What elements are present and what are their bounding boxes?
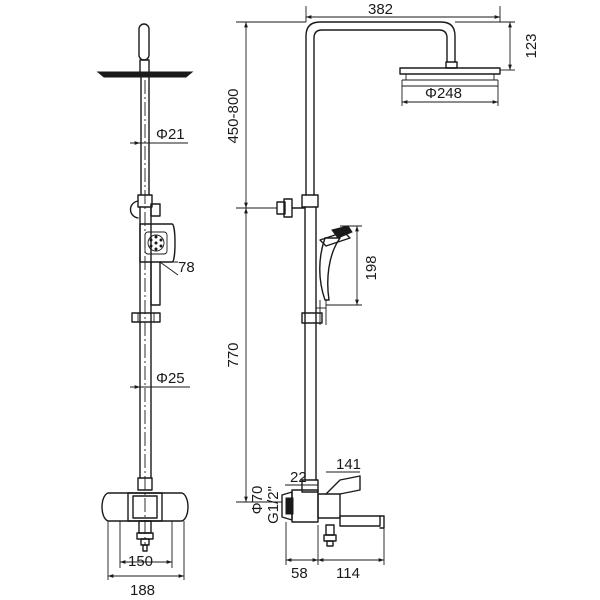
front-view: Φ21 78 Φ25 150 188 bbox=[96, 23, 195, 599]
side-shower-arm-inner bbox=[313, 29, 448, 196]
side-mixer bbox=[281, 475, 385, 547]
front-lower-bracket bbox=[131, 312, 161, 323]
side-lower-bracket bbox=[301, 312, 323, 324]
dim-bracket-to-mixer: 770 bbox=[225, 342, 242, 367]
dim-height-adjust-range: 450-800 bbox=[225, 88, 242, 143]
front-wall-bracket bbox=[129, 200, 139, 219]
dim-spout-offset: 58 bbox=[291, 565, 308, 582]
dim-lever-length: 141 bbox=[336, 456, 361, 473]
dim-mixer-width: 188 bbox=[130, 582, 155, 599]
side-rain-shower-head bbox=[399, 67, 501, 75]
dim-mixer-center-spacing: 150 bbox=[128, 553, 153, 570]
front-slide-holder bbox=[150, 203, 161, 217]
dim-head-diameter: Φ248 bbox=[425, 85, 462, 102]
dim-arm-reach: 382 bbox=[368, 1, 393, 18]
side-view: 382 123 Φ248 450-800 770 198 22 141 Φ70 bbox=[225, 1, 540, 582]
dim-hand-shower-length: 198 bbox=[363, 255, 380, 280]
front-top-elbow bbox=[138, 23, 150, 61]
dim-arm-height: 123 bbox=[523, 33, 540, 58]
dim-thread-size: G1/2" bbox=[265, 486, 282, 524]
dim-pipe-diameter-lower: Φ25 bbox=[156, 370, 185, 387]
dim-hand-shower-width: 78 bbox=[178, 259, 195, 276]
dim-pipe-diameter-upper: Φ21 bbox=[156, 126, 185, 143]
side-wall-bracket bbox=[276, 198, 306, 218]
side-shower-arm-outer bbox=[305, 21, 456, 196]
dim-escutcheon-diameter: Φ70 bbox=[249, 486, 266, 515]
front-head-connector bbox=[139, 59, 150, 74]
side-lever bbox=[325, 475, 361, 495]
front-rain-shower-head bbox=[96, 71, 194, 78]
side-hand-shower bbox=[316, 225, 353, 325]
dim-spout-length: 114 bbox=[336, 565, 360, 582]
dim-wall-offset: 22 bbox=[290, 469, 307, 486]
